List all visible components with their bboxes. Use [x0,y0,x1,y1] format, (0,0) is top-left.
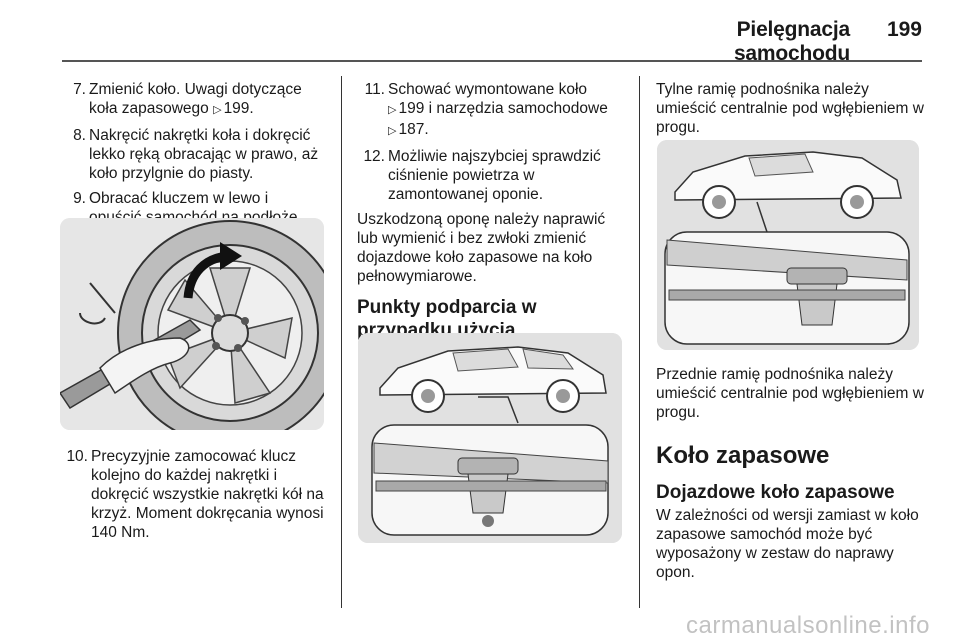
arrow-reference-icon: ▷ [388,104,397,116]
right-column-top: Tylne ramię podnośnika należy umieścić c… [656,80,924,143]
car-jack-drawing [358,333,622,543]
wheel-wrench-drawing [60,218,324,430]
step-number: 8. [73,127,86,144]
left-column: 7. Zmienić koło. Uwagi dotyczące koła za… [60,80,325,233]
step-text: Możliwie najszybciej sprawdzić ciśnienie… [388,148,601,203]
step-7: 7. Zmienić koło. Uwagi dotyczące koła za… [60,80,325,120]
column-divider-right [639,76,640,608]
page-title: Pielęgnacja samochodu [733,18,850,65]
body-paragraph: Przednie ramię podnośnika należy umieści… [656,366,924,421]
page-number: 199 [886,18,922,41]
right-column-bottom: Przednie ramię podnośnika należy umieści… [656,365,924,588]
watermark: carmanualsonline.info [686,612,930,639]
body-paragraph: W zależności od wersji zamiast w koło za… [656,507,919,581]
step-number: 10. [66,448,88,465]
step-text: Zmienić koło. Uwagi dotyczące koła zapas… [89,80,325,120]
arrow-reference-icon: ▷ [213,104,222,116]
step-text: Schować wymontowane koło ▷199 i narzędzi… [388,80,608,141]
step-body: Schować wymontowane koło [388,81,588,98]
step-number: 9. [73,190,86,207]
step-text: Nakręcić nakrętki koła i dokręcić lekko … [89,127,319,182]
subsection-heading-temporary-spare: Dojazdowe koło zapasowe [656,482,895,503]
step-number: 11. [364,81,385,98]
step-10: 10. Precyzyjnie zamocować klucz kolejno … [60,447,330,542]
step-11: 11. Schować wymontowane koło ▷199 i narz… [357,80,625,141]
section-heading-spare-wheel: Koło zapasowe [656,442,830,469]
step-text: Precyzyjnie zamocować klucz kolejno do k… [91,448,324,541]
left-column-lower: 10. Precyzyjnie zamocować klucz kolejno … [60,447,330,548]
step-number: 7. [73,81,86,98]
header-rule [62,60,922,62]
column-divider-left [341,76,342,608]
step-body: Zmienić koło. Uwagi dotyczące koła zapas… [89,81,302,117]
car-jack-drawing [657,140,919,350]
jack-point-illustration-rear [358,333,622,543]
step-12: 12. Możliwie najszybciej sprawdzić ciśni… [357,147,625,204]
wheel-wrench-illustration [60,218,324,430]
body-paragraph: Tylne ramię podnośnika należy umieścić c… [656,81,924,136]
page-reference: 199 i narzędzia samochodowe [398,100,608,117]
middle-column: 11. Schować wymontowane koło ▷199 i narz… [357,80,625,369]
page-reference: 199. [223,100,254,117]
page-reference: 187. [398,121,429,138]
jack-point-illustration-front [657,140,919,350]
body-paragraph: Uszkodzoną oponę należy naprawić lub wym… [357,211,606,285]
step-number: 12. [363,148,385,165]
arrow-reference-icon: ▷ [388,125,397,137]
step-8: 8. Nakręcić nakrętki koła i dokręcić lek… [60,126,325,183]
